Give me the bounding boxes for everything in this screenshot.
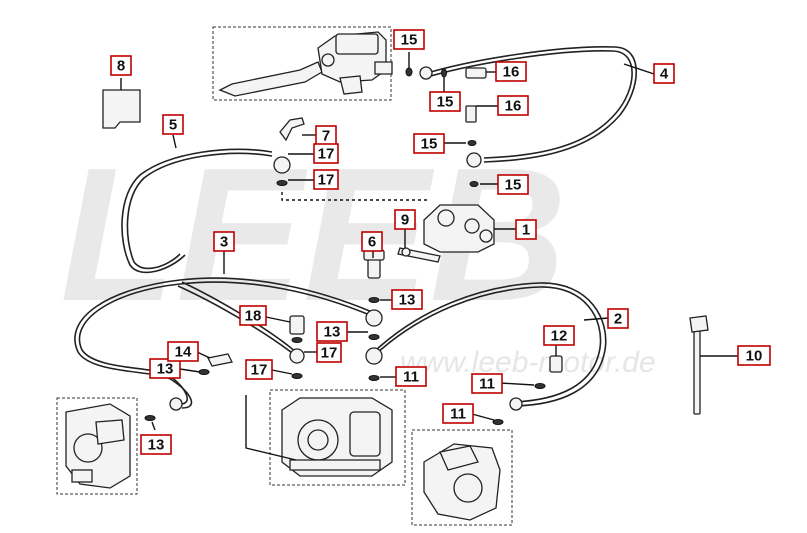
svg-text:17: 17 [318, 146, 335, 163]
banjo-fittings-top [405, 66, 487, 187]
svg-text:11: 11 [403, 369, 419, 386]
master-cylinder-box [212, 26, 392, 101]
svg-text:15: 15 [437, 94, 454, 111]
front-caliper [65, 403, 131, 489]
valve-part-1 [397, 204, 495, 263]
svg-text:13: 13 [148, 437, 165, 454]
callout-4: 4 [653, 63, 675, 84]
master-cylinder-lever [218, 31, 393, 97]
svg-text:18: 18 [245, 308, 262, 325]
callout-14: 14 [167, 341, 199, 362]
callout-16-top: 16 [495, 61, 527, 82]
svg-text:17: 17 [251, 362, 268, 379]
svg-text:13: 13 [157, 361, 174, 378]
leader-lines [120, 52, 738, 431]
svg-text:13: 13 [399, 292, 416, 309]
callout-15-mid: 15 [413, 133, 445, 154]
fittings-center [363, 249, 385, 381]
svg-text:10: 10 [746, 348, 763, 365]
callout-13-center-mid: 13 [316, 321, 348, 342]
cable-tie-part-10 [689, 315, 709, 415]
svg-text:15: 15 [505, 177, 522, 194]
callout-15-top: 15 [393, 29, 425, 50]
svg-text:17: 17 [318, 172, 335, 189]
washer-17-top [276, 180, 288, 186]
banjo-fitting-hose-5 [273, 156, 291, 174]
callout-8: 8 [110, 55, 132, 76]
callout-5: 5 [162, 114, 184, 135]
svg-text:9: 9 [401, 212, 409, 229]
svg-text:7: 7 [322, 128, 330, 145]
svg-text:17: 17 [321, 345, 338, 362]
callout-7: 7 [315, 125, 337, 146]
svg-text:11: 11 [450, 406, 466, 423]
abs-unit-box [269, 389, 406, 486]
svg-text:2: 2 [614, 311, 622, 328]
rear-fittings [492, 355, 563, 425]
callout-1: 1 [515, 219, 537, 240]
brake-hose-2 [375, 282, 607, 407]
svg-text:15: 15 [401, 32, 418, 49]
callout-6: 6 [361, 231, 383, 252]
svg-text:14: 14 [175, 344, 192, 361]
callout-11-center: 11 [395, 366, 427, 387]
callout-17-top: 17 [313, 143, 339, 164]
svg-text:12: 12 [551, 328, 568, 345]
svg-text:13: 13 [324, 324, 341, 341]
abs-unit [281, 397, 393, 477]
callout-9: 9 [394, 209, 416, 230]
callout-11-rear-top: 11 [471, 373, 503, 394]
callout-16-lower: 16 [497, 95, 529, 116]
callout-15-right: 15 [497, 174, 529, 195]
dashed-guide-1 [281, 192, 430, 201]
brake-hose-5 [121, 148, 273, 274]
bleed-screw-part-7 [279, 117, 305, 142]
svg-text:16: 16 [503, 64, 520, 81]
callout-3: 3 [213, 231, 235, 252]
callout-15-lower: 15 [429, 91, 461, 112]
callout-2: 2 [607, 308, 629, 329]
callout-17-left: 17 [245, 359, 273, 380]
fittings-left-column [289, 315, 305, 379]
bracket-part-8 [102, 89, 141, 129]
abs-mount-line [245, 395, 297, 461]
svg-text:15: 15 [421, 136, 438, 153]
callout-13-front-bottom: 13 [140, 434, 172, 455]
callout-18: 18 [239, 305, 267, 326]
rear-caliper-box [411, 429, 513, 526]
callout-10: 10 [737, 345, 771, 366]
svg-text:16: 16 [505, 98, 522, 115]
svg-text:6: 6 [368, 234, 376, 251]
callout-13-center-top: 13 [391, 289, 423, 310]
svg-text:5: 5 [169, 117, 177, 134]
svg-text:4: 4 [660, 66, 669, 83]
svg-text:3: 3 [220, 234, 228, 251]
callout-13-front-top: 13 [149, 358, 181, 379]
svg-text:1: 1 [522, 222, 530, 239]
front-fittings [144, 353, 233, 421]
watermark-url: www.leeb-motor.de [400, 346, 656, 379]
callout-17-second: 17 [313, 169, 339, 190]
front-caliper-box [56, 397, 138, 495]
svg-text:11: 11 [479, 376, 495, 393]
callout-11-rear-bottom: 11 [442, 403, 474, 424]
callout-12: 12 [543, 325, 575, 346]
svg-text:8: 8 [117, 58, 125, 75]
callout-17-center: 17 [316, 342, 342, 363]
rear-caliper [423, 443, 501, 521]
